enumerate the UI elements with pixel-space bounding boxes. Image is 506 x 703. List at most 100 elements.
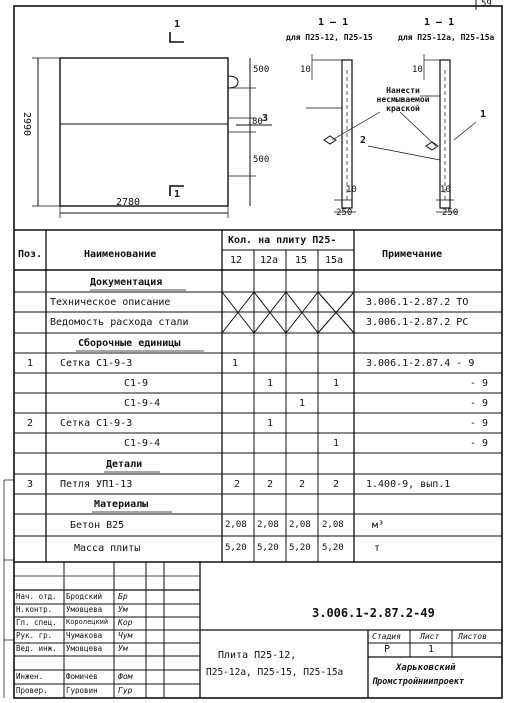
- lifting-loop: [227, 75, 239, 89]
- col-header-pos: Поз.: [18, 249, 43, 260]
- row-qty: 1: [299, 398, 306, 409]
- row-qty: 5,20: [289, 543, 311, 553]
- section-b-subtitle: для П25-12а, П25-15а: [398, 33, 495, 42]
- row-qty: 2: [234, 479, 241, 490]
- row-note: т: [374, 543, 381, 554]
- row-qty: 5,20: [257, 543, 279, 553]
- subcol-header: 15а: [325, 255, 344, 266]
- row-pos: 2: [27, 418, 34, 429]
- row-qty: 1: [267, 378, 274, 389]
- row-qty: 2: [267, 479, 274, 490]
- org-line-1: Харьковский: [396, 663, 456, 673]
- person-name: Фомичев: [66, 672, 98, 681]
- subcol-header: 12: [230, 255, 243, 266]
- dim-500-top: 500: [253, 65, 270, 75]
- col-header-name: Наименование: [84, 249, 157, 260]
- row-note: - 9: [470, 418, 489, 429]
- person-name: Королецкий: [66, 618, 109, 626]
- row-name: С1-9-4: [124, 398, 161, 409]
- spec-grid: [14, 230, 502, 563]
- row-qty: 1: [333, 438, 340, 449]
- signature: Бр: [118, 592, 128, 601]
- row-pos: 1: [27, 358, 34, 369]
- section-a-title: 1 — 1: [318, 17, 349, 28]
- subcol-header: 12а: [260, 255, 279, 266]
- row-qty: 2: [333, 479, 340, 490]
- row-qty: 2,08: [257, 520, 279, 530]
- org-line-2: Промстройниипроект: [372, 677, 465, 687]
- dim-10-b: 10: [346, 185, 357, 195]
- person-name: Бродский: [66, 592, 103, 601]
- row-name: Сборочные единицы: [78, 338, 181, 349]
- dim-10-a: 10: [300, 65, 311, 75]
- dim-250-a: 250: [336, 208, 353, 218]
- paint-note: Нанести несмываемой краской: [376, 86, 430, 114]
- row-qty: 2,08: [289, 520, 311, 530]
- sheet-corner-number: 59: [481, 0, 492, 9]
- dim-height: 2990: [21, 112, 32, 137]
- row-note: - 9: [470, 378, 489, 389]
- row-qty: 5,20: [322, 543, 344, 553]
- row-name: Петля УП1-13: [60, 479, 133, 490]
- section-a-subtitle: для П25-12, П25-15: [286, 33, 373, 42]
- row-name: С1-9: [124, 378, 149, 389]
- person-name: Умовцева: [66, 605, 103, 614]
- signature: Кор: [118, 618, 133, 627]
- row-note: 3.006.1-2.87.4 - 9: [366, 358, 475, 369]
- row-note: 1.400-9, вып.1: [366, 479, 451, 490]
- title-grid: [3, 479, 502, 698]
- person-name: Гуровин: [66, 686, 98, 695]
- col-header-note: Примечание: [382, 249, 443, 260]
- stage-value: Р: [384, 644, 391, 655]
- title-line-1: Плита П25-12,: [218, 650, 297, 661]
- row-qty: 1: [232, 358, 239, 369]
- sheet-value: 1: [428, 644, 435, 655]
- stage-label: Стадия: [372, 632, 401, 641]
- row-name: Сетка С1-9-3: [60, 418, 133, 429]
- role-label: Гл. спец.: [16, 618, 57, 627]
- row-name: Сетка С1-9-3: [60, 358, 133, 369]
- row-qty: 1: [333, 378, 340, 389]
- dim-width: 2780: [116, 197, 141, 208]
- title-line-2: П25-12а, П25-15, П25-15а: [206, 667, 344, 678]
- person-name: Умовцева: [66, 644, 103, 653]
- section-b-title: 1 — 1: [424, 17, 455, 28]
- row-note: м³: [372, 520, 385, 531]
- dim-10-c: 10: [412, 65, 423, 75]
- sheets-label: Листов: [458, 632, 487, 641]
- row-pos: 3: [27, 479, 34, 490]
- role-label: Нач. отд.: [16, 592, 57, 601]
- row-note: 3.006.1-2.87.2 ТО: [366, 297, 469, 308]
- dim-10-d: 10: [440, 185, 451, 195]
- plate-outline: [59, 57, 229, 207]
- role-label: Н.контр.: [16, 605, 53, 614]
- position-3-label: 3: [262, 113, 269, 124]
- row-qty: 2,08: [225, 520, 247, 530]
- row-name: Техническое описание: [50, 297, 171, 308]
- position-2-label: 2: [360, 135, 367, 146]
- row-note: 3.006.1-2.87.2 РС: [366, 317, 469, 328]
- position-1-label: 1: [480, 109, 487, 120]
- role-label: Вед. инж.: [16, 644, 57, 653]
- person-name: Чумакова: [66, 631, 103, 640]
- section-mark-top: 1: [174, 19, 181, 30]
- dim-250-b: 250: [442, 208, 459, 218]
- row-note: - 9: [470, 438, 489, 449]
- signature: Ум: [118, 644, 128, 653]
- dim-500-bottom: 500: [253, 155, 270, 165]
- signature: Чум: [118, 631, 133, 640]
- role-label: Провер.: [16, 686, 48, 695]
- row-qty: 2,08: [322, 520, 344, 530]
- row-name: Документация: [90, 277, 163, 288]
- signature: Ум: [118, 605, 128, 614]
- dim-80: 80: [252, 117, 263, 127]
- row-name: Детали: [106, 459, 143, 470]
- signature: Гур: [118, 686, 133, 695]
- row-name: Ведомость расхода стали: [50, 317, 189, 328]
- row-note: - 9: [470, 398, 489, 409]
- row-name: Масса плиты: [74, 543, 141, 554]
- sheet-label: Лист: [420, 632, 440, 641]
- document-code: 3.006.1-2.87.2-49: [312, 606, 435, 620]
